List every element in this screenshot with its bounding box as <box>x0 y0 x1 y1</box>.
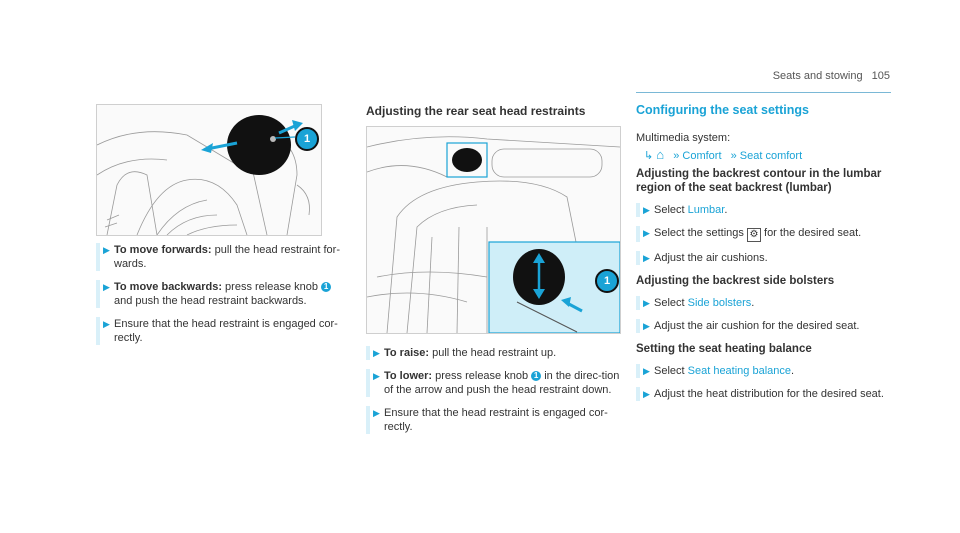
knob-number-icon: 1 <box>321 282 332 292</box>
rear-restraints-heading: Adjusting the rear seat head restraints <box>366 104 586 118</box>
page-number: 105 <box>871 70 890 82</box>
list-item: ▶ To move backwards: press release knob … <box>96 280 346 308</box>
chevron-right-icon: » <box>673 150 680 162</box>
right-column: Configuring the seat settings Multimedia… <box>636 103 891 410</box>
bullet-arrow-icon: ▶ <box>373 408 380 418</box>
list-item: ▶ To lower: press release knob 1 in the … <box>366 369 620 397</box>
header-rule <box>636 92 891 93</box>
nav-path: ↳ ⌂ » Comfort » Seat comfort <box>644 148 891 163</box>
list-item: ▶ To raise: pull the head restraint up. <box>366 346 620 360</box>
chevron-right-icon: » <box>730 150 737 162</box>
bullet-arrow-icon: ▶ <box>643 205 650 215</box>
list-item: ▶ Select Lumbar. <box>636 203 891 217</box>
list-item: ▶ Adjust the heat distribution for the d… <box>636 387 891 401</box>
rear-head-restraint-figure: 1 <box>366 126 621 334</box>
bullet-arrow-icon: ▶ <box>373 348 380 358</box>
section-title: Seats and stowing <box>772 70 863 82</box>
list-item: ▶ Adjust the air cushion for the desired… <box>636 319 891 333</box>
running-head: Seats and stowing 105 <box>773 70 890 82</box>
seat-settings-heading: Configuring the seat settings <box>636 103 809 117</box>
comfort-link[interactable]: Comfort <box>682 150 722 162</box>
list-item: ▶ Ensure that the head restraint is enga… <box>366 406 620 434</box>
callout-1: 1 <box>595 269 619 293</box>
settings-icon[interactable]: ⚙ <box>746 228 761 242</box>
list-item: ▶ Select the settings ⚙ for the desired … <box>636 226 891 242</box>
bullet-arrow-icon: ▶ <box>643 253 650 263</box>
heating-heading: Setting the seat heating balance <box>636 343 812 355</box>
bolsters-heading: Adjusting the backrest side bolsters <box>636 275 835 287</box>
list-item: ▶ Adjust the air cushions. <box>636 251 891 265</box>
bullet-arrow-icon: ▶ <box>643 298 650 308</box>
side-bolsters-link[interactable]: Side bolsters <box>687 297 752 309</box>
seat-comfort-link[interactable]: Seat comfort <box>739 150 803 162</box>
lumbar-link[interactable]: Lumbar <box>687 204 725 216</box>
bullet-arrow-icon: ▶ <box>643 389 650 399</box>
bullet-arrow-icon: ▶ <box>643 366 650 376</box>
left-instructions: ▶ To move forwards: pull the head restra… <box>96 243 346 354</box>
bullet-arrow-icon: ▶ <box>373 371 380 381</box>
callout-1: 1 <box>295 127 319 151</box>
bullet-arrow-icon: ▶ <box>643 228 650 238</box>
system-label: Multimedia system: <box>636 132 731 144</box>
bullet-arrow-icon: ▶ <box>643 321 650 331</box>
list-item: ▶ Ensure that the head restraint is enga… <box>96 317 346 345</box>
lumbar-heading: Adjusting the backrest contour in the lu… <box>636 168 882 194</box>
list-item: ▶ Select Side bolsters. <box>636 296 891 310</box>
middle-instructions: ▶ To raise: pull the head restraint up. … <box>366 346 620 443</box>
home-icon[interactable]: ⌂ <box>656 147 665 162</box>
bullet-arrow-icon: ▶ <box>103 245 110 255</box>
list-item: ▶ To move forwards: pull the head restra… <box>96 243 346 271</box>
front-head-restraint-figure: 1 <box>96 104 322 236</box>
list-item: ▶ Select Seat heating balance. <box>636 364 891 378</box>
knob-number-icon: 1 <box>531 371 542 381</box>
seat-heating-balance-link[interactable]: Seat heating balance <box>687 365 792 377</box>
bullet-arrow-icon: ▶ <box>103 319 110 329</box>
return-arrow-icon: ↳ <box>644 150 654 162</box>
bullet-arrow-icon: ▶ <box>103 282 110 292</box>
